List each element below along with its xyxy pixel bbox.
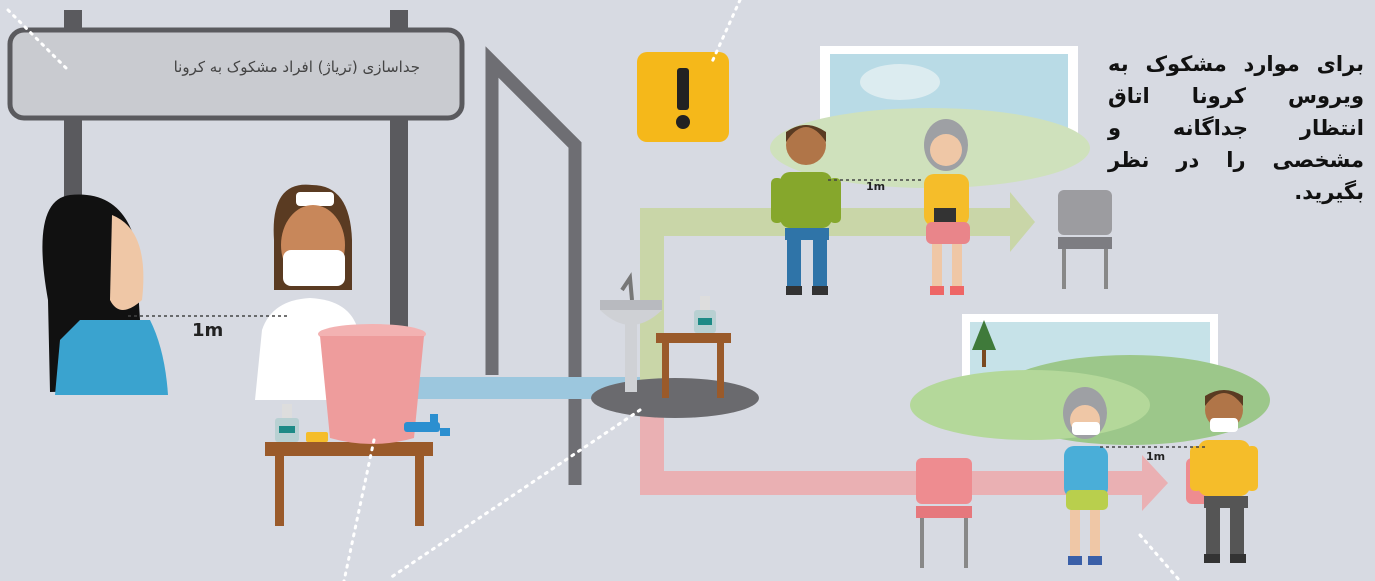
triage-distance-label: 1m bbox=[192, 320, 223, 341]
warning-icon bbox=[637, 52, 729, 142]
woman-yellow-shirt bbox=[924, 119, 970, 295]
floor-mat bbox=[591, 378, 759, 418]
soap-dispenser-icon bbox=[694, 296, 716, 333]
chair-icon bbox=[916, 458, 972, 568]
chair-icon bbox=[1058, 190, 1112, 289]
landscape-picture-icon bbox=[770, 46, 1090, 188]
woman-blue-dress bbox=[1063, 387, 1108, 565]
patient-woman bbox=[42, 195, 168, 395]
triage-table bbox=[265, 442, 433, 526]
door-frame bbox=[492, 62, 575, 485]
soap-dispenser-icon bbox=[275, 404, 299, 442]
soap-bar bbox=[306, 432, 328, 442]
upper-distance-label: 1m bbox=[866, 180, 885, 193]
triage-sign-text: جداسازی (تریاژ) افراد مشکوک به کرونا bbox=[60, 58, 420, 76]
advice-caption: برای موارد مشکوک به ویروس کرونا اتاق انت… bbox=[1108, 48, 1364, 208]
lower-distance-label: 1m bbox=[1146, 450, 1165, 463]
